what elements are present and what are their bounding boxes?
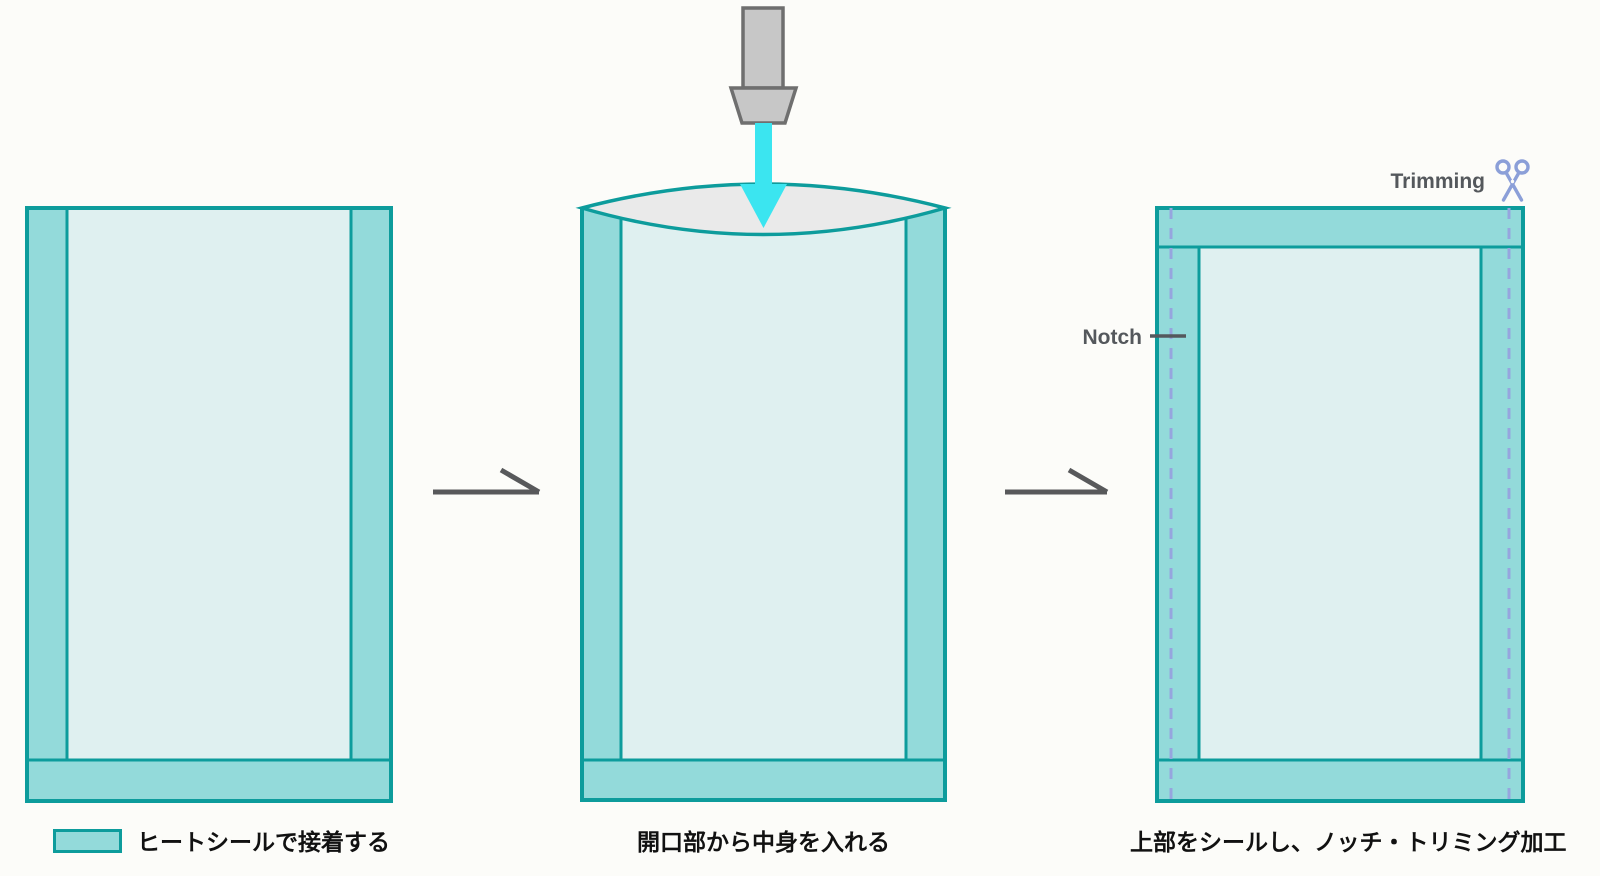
pouch2-right-seal-band: [906, 208, 945, 800]
pouch2-body: [582, 184, 945, 800]
pouch3-body: [1157, 208, 1523, 801]
nozzle-tip: [728, 86, 799, 125]
notch-label: Notch: [1082, 326, 1143, 349]
pour-direction-arrow-icon: [740, 123, 787, 228]
scissors-handle-left: [1495, 159, 1511, 175]
legend-seal-swatch: [53, 829, 122, 853]
pouch-step3-finished: [1150, 206, 1525, 803]
pouch3-left-seal-band: [1157, 208, 1199, 801]
scissors-blade-1: [1504, 170, 1524, 202]
step2-caption: 開口部から中身を入れる: [637, 829, 890, 855]
scissors-icon: [1495, 159, 1530, 202]
pouch2-bottom-seal-band: [582, 760, 945, 800]
step3-caption: 上部をシールし、ノッチ・トリミング加工: [1130, 829, 1567, 855]
pouch-step1-sealed-sides: [25, 206, 393, 803]
pouch3-bottom-seal-band: [1157, 760, 1523, 801]
pouch1-outline: [25, 206, 393, 803]
step1-caption: ヒートシールで接着する: [137, 829, 390, 855]
pouch1-bottom-seal-band: [27, 760, 391, 801]
pouch1-body: [27, 208, 391, 801]
process-flow-arrow-2: [1005, 467, 1109, 495]
filling-nozzle-icon: [728, 6, 799, 228]
process-flow-arrow-1: [433, 467, 541, 495]
pouch3-right-seal-band: [1481, 208, 1523, 801]
pouch1-left-seal-band: [27, 208, 67, 801]
nozzle-shaft: [741, 6, 785, 90]
pouch2-outline: [580, 208, 947, 802]
pouch3-top-seal-band: [1157, 208, 1523, 247]
pouch-step2-filling: [575, 182, 952, 802]
trimming-label: Trimming: [1390, 170, 1485, 193]
pouch2-left-seal-band: [582, 208, 621, 800]
pouch3-outline: [1155, 206, 1525, 803]
scissors-pivot: [1510, 179, 1515, 184]
scissors-blade-2: [1501, 170, 1521, 202]
scissors-handle-right: [1514, 159, 1530, 175]
pouch1-right-seal-band: [351, 208, 391, 801]
